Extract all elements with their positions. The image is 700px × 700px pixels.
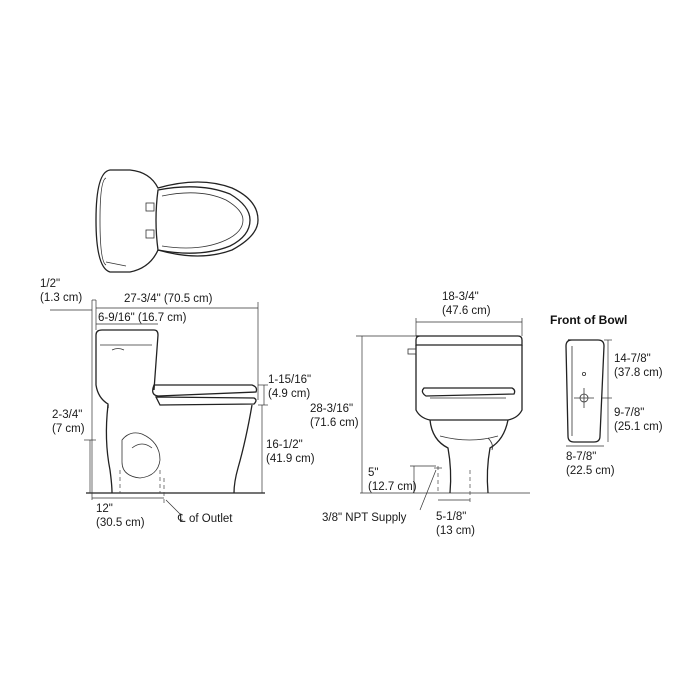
outlet-offset-metric: (1.3 cm): [40, 292, 82, 304]
front-bowl-rim: [439, 435, 499, 441]
tank-outline: [95, 329, 159, 391]
rough-in-metric: (30.5 cm): [96, 517, 145, 529]
seat-lid-side: [152, 384, 258, 397]
bowl-width-imperial: 8-7/8": [566, 451, 596, 463]
overall-height-imperial: 28-3/16": [310, 403, 353, 415]
seat-inner: [161, 192, 244, 249]
hinge-left: [145, 202, 155, 212]
floor-to-trap-imperial: 2-3/4": [52, 409, 82, 421]
seat-lid-outline: [155, 186, 251, 254]
tank-back: [95, 335, 109, 408]
overall-height-metric: (71.6 cm): [310, 417, 359, 429]
bowl-front: [233, 404, 253, 494]
rough-in-imperial: 12": [96, 503, 113, 515]
seat-thickness-metric: (4.9 cm): [268, 388, 310, 400]
bowl-upper-imperial: 9-7/8": [614, 407, 644, 419]
floor-to-trap-metric: (7 cm): [52, 423, 85, 435]
side-view: 1/2" (1.3 cm) 27-3/4" (70.5 cm) 6-9/16" …: [40, 278, 315, 529]
trapway: [121, 432, 161, 479]
bowl-small-dot: [582, 371, 587, 376]
supply-height-imperial: 5": [368, 467, 378, 479]
front-bowl-left: [429, 419, 452, 494]
tank-depth-label: 6-9/16" (16.7 cm): [98, 312, 187, 324]
front-tank-lid: [415, 335, 523, 346]
outlet-centerline-symbol: ℄: [177, 513, 186, 525]
front-bowl-side-detail: [487, 437, 493, 451]
trip-lever-top: [105, 261, 127, 267]
supply-height-metric: (12.7 cm): [368, 481, 417, 493]
front-width-imperial: 18-3/4": [442, 291, 479, 303]
tank-edge: [99, 177, 107, 266]
outlet-horn: [119, 470, 161, 493]
supply-offset-metric: (13 cm): [436, 525, 475, 537]
top-view: [95, 169, 259, 273]
bowl-front-outline: [565, 339, 605, 443]
front-view: 18-3/4" (47.6 cm) 28-3/16" (71.6 cm) 5" …: [310, 291, 530, 537]
bowl-width-metric: (22.5 cm): [566, 465, 615, 477]
bowl-height-imperial: 14-7/8": [614, 353, 651, 365]
supply-offset-imperial: 5-1/8": [436, 511, 466, 523]
supply-leader: [419, 469, 437, 511]
front-bowl-right: [486, 419, 509, 494]
front-width-metric: (47.6 cm): [442, 305, 491, 317]
rim-height-metric: (41.9 cm): [266, 453, 315, 465]
outlet-offset-imperial: 1/2": [40, 278, 60, 290]
rim-height-imperial: 16-1/2": [266, 439, 303, 451]
trip-lever-side: [111, 348, 125, 351]
outlet-centerline-text: of Outlet: [189, 513, 233, 525]
hinge-right: [145, 229, 155, 239]
seat-ring-side: [154, 396, 257, 406]
seat-thickness-imperial: 1-15/16": [268, 374, 311, 386]
bowl-height-metric: (37.8 cm): [614, 367, 663, 379]
bowl-back: [105, 404, 113, 494]
bowl-front-view: Front of Bowl 14-7/8" (37.8 cm) 9-7/8" (…: [550, 313, 663, 477]
outlet-leader: [165, 499, 181, 515]
front-tank: [415, 345, 523, 421]
trapway-inner: [131, 443, 153, 449]
front-seat: [421, 387, 516, 397]
supply-label: 3/8" NPT Supply: [322, 512, 407, 524]
bowl-front-title: Front of Bowl: [550, 313, 627, 327]
top-view-outline: [95, 169, 259, 273]
bowl-upper-metric: (25.1 cm): [614, 421, 663, 433]
overall-length-label: 27-3/4" (70.5 cm): [124, 293, 213, 305]
front-trip-lever: [407, 348, 417, 355]
